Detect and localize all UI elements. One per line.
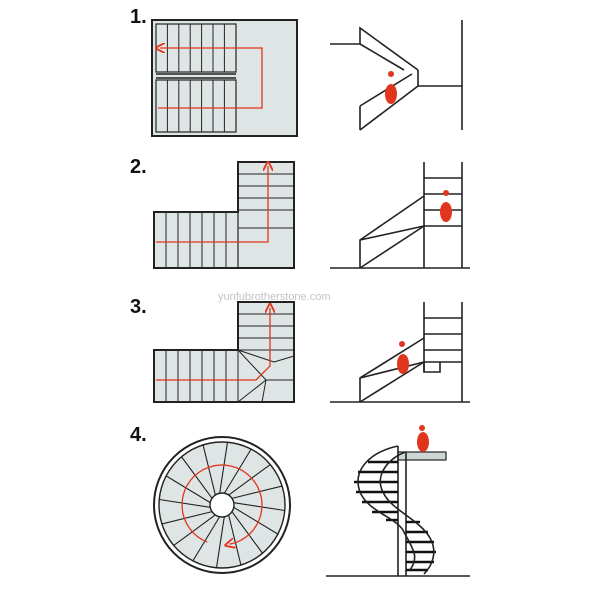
elevation-l-shaped	[330, 162, 470, 269]
watermark: yunfubrotherstone.com	[218, 291, 331, 303]
step-number-3: 3.	[130, 296, 147, 318]
plan-u-shaped	[151, 19, 298, 137]
elevation-u-shaped	[330, 20, 463, 131]
tread-line	[231, 485, 283, 499]
tread-line	[233, 502, 285, 512]
tread-line	[223, 448, 252, 494]
route-arrow	[156, 166, 268, 243]
route-arrow	[156, 308, 270, 381]
step-number-1: 1.	[130, 6, 147, 28]
tread-line	[159, 498, 211, 508]
tread-line	[215, 516, 225, 568]
plan-spiral	[153, 436, 291, 574]
tread-line	[181, 456, 213, 499]
person-icon	[397, 341, 409, 374]
tread-line	[165, 475, 211, 504]
tread-line	[161, 511, 213, 525]
elevation-spiral	[326, 445, 470, 577]
plan-winder	[153, 301, 295, 403]
route-arrow	[181, 464, 263, 544]
step-number-2: 2.	[130, 156, 147, 178]
tread-line	[202, 444, 216, 496]
person-icon	[417, 425, 429, 452]
person-icon	[385, 71, 397, 104]
tread-line	[192, 516, 221, 562]
step-number-4: 4.	[130, 424, 147, 446]
route-arrow	[158, 48, 263, 109]
person-icon	[440, 190, 452, 222]
tread-line	[231, 511, 263, 554]
elevation-winder	[330, 302, 470, 403]
tread-line	[233, 506, 279, 535]
tread-line	[219, 442, 229, 494]
tread-line	[173, 514, 216, 546]
plan-l-shaped	[153, 162, 295, 269]
tread-line	[228, 464, 271, 496]
